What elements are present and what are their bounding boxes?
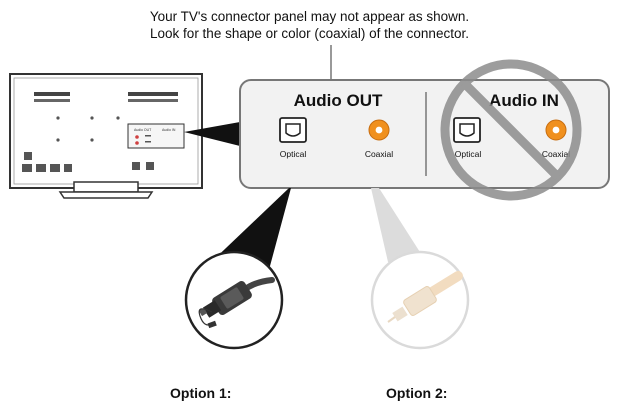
audio-in-title: Audio IN (489, 91, 559, 110)
tv-panel-audio-in-label: Audio IN (162, 128, 176, 132)
audio-in-coaxial-label: Coaxial (542, 149, 570, 159)
zoom-wedge (184, 122, 240, 146)
tv-panel-audio-out-label: Audio OUT (134, 128, 152, 132)
option-1-label: Option 1: (170, 385, 231, 401)
prohibited-icon (440, 59, 582, 201)
audio-in-optical-label: Optical (455, 149, 482, 159)
optical-port-icon (279, 117, 307, 143)
connector-panel (239, 79, 610, 189)
option-2-label: Option 2: (386, 385, 447, 401)
coaxial-port-icon (368, 119, 390, 141)
coaxial-port-icon (545, 119, 567, 141)
optical-cable-icon (184, 250, 284, 350)
audio-out-coaxial-label: Coaxial (365, 149, 393, 159)
audio-out-optical-label: Optical (280, 149, 307, 159)
caption-line-1: Your TV's connector panel may not appear… (149, 9, 470, 24)
tv-rear-icon: Audio OUT Audio IN (9, 73, 203, 199)
caption-line-2: Look for the shape or color (coaxial) of… (150, 26, 469, 41)
optical-port-icon (453, 117, 481, 143)
coaxial-cable-icon (370, 250, 470, 350)
audio-out-title: Audio OUT (294, 91, 383, 110)
